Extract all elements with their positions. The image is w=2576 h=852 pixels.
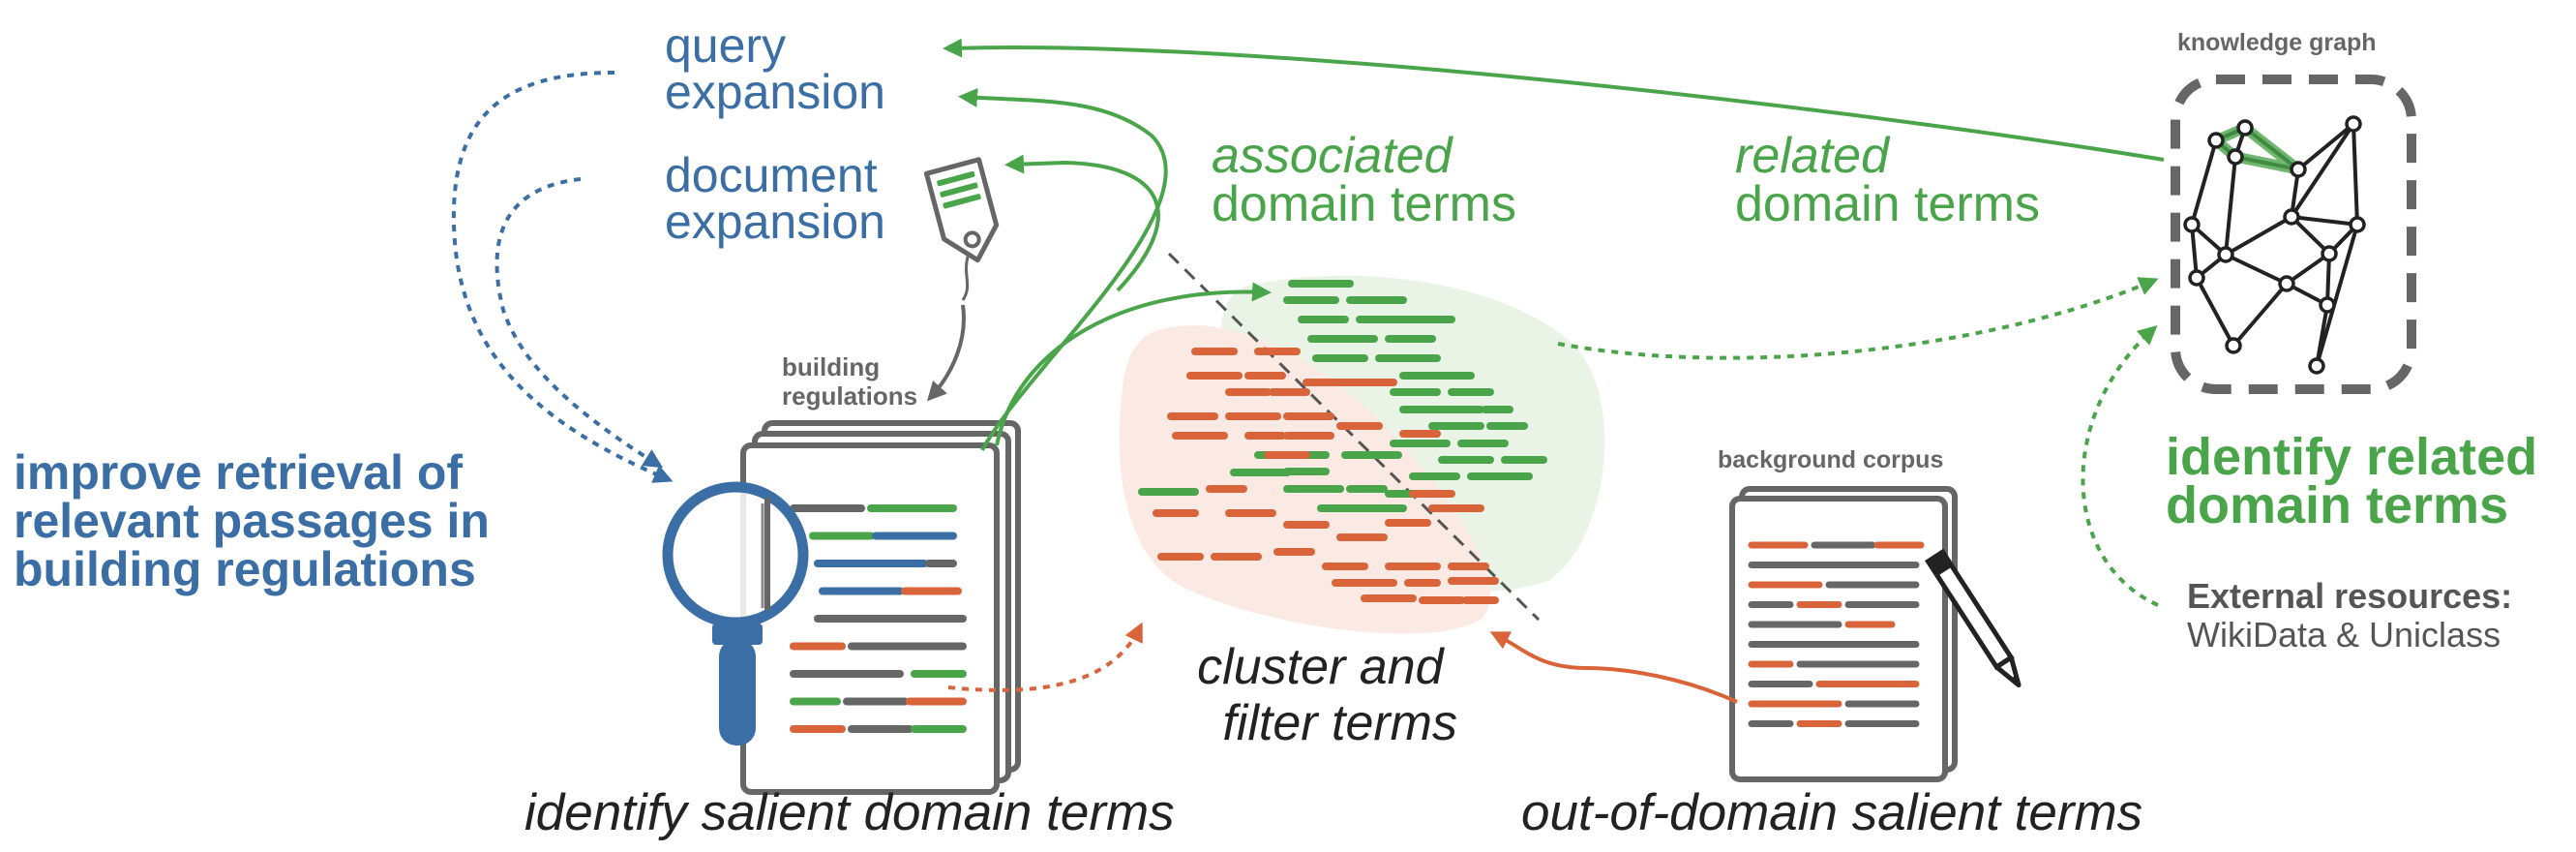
arrow-kg-to-query (943, 38, 2165, 162)
pencil-icon (1924, 548, 2022, 688)
graph-node (2349, 216, 2366, 233)
arrow-doc-expansion-to-retrieval (494, 177, 664, 469)
arrows (451, 38, 2165, 704)
graph-edge (2190, 224, 2199, 279)
cluster-area (1119, 252, 1605, 634)
identify-salient-label: identify salient domain terms (524, 784, 1175, 841)
building-regulations-label: building regulations (782, 352, 917, 411)
graph-edge (2225, 253, 2288, 286)
labels: query expansion document expansion assoc… (14, 18, 2552, 841)
cluster-term-bars (1138, 280, 1547, 604)
graph-node (2225, 337, 2242, 354)
graph-node (2345, 115, 2362, 133)
external-resources-title: External resources: (2187, 576, 2512, 616)
corpus-term-lines (1748, 541, 1925, 727)
graph-edge (2224, 156, 2237, 256)
arrow-docs-to-query (958, 87, 1168, 451)
graph-edge (2290, 215, 2331, 256)
background-corpus-stack (1729, 486, 1958, 782)
associated-terms-label: associated domain terms (1212, 128, 1516, 232)
arrow-query-to-retrieval (451, 71, 674, 483)
document-expansion-label: document expansion (665, 148, 891, 249)
arrow-external-to-kg (2081, 324, 2159, 607)
graph-edge (2195, 277, 2235, 347)
out-of-domain-label: out-of-domain salient terms (1521, 784, 2142, 841)
related-terms-label: related domain terms (1735, 128, 2040, 232)
identify-related-label: identify related domain terms (2166, 428, 2552, 534)
graph-edge (2225, 215, 2292, 257)
graph-edge (2291, 215, 2358, 227)
building-regulations-stack (740, 420, 1021, 795)
graph-edge (2290, 122, 2355, 219)
graph-node (2207, 132, 2225, 149)
external-resources-body: WikiData & Uniclass (2187, 615, 2501, 654)
document-term-lines (790, 504, 967, 733)
graph-node (2278, 275, 2295, 292)
graph-node (2188, 269, 2205, 287)
graph-edge (2325, 253, 2331, 306)
graph-edge (2232, 282, 2289, 348)
tag-icon (923, 157, 1000, 263)
arrow-docs-to-cluster (995, 282, 1272, 446)
graph-edge (2351, 123, 2359, 226)
graph-node (2290, 161, 2307, 178)
magnifier-icon (662, 481, 809, 746)
graph-node (2217, 246, 2234, 263)
improve-retrieval-label: improve retrieval of relevant passages i… (14, 445, 503, 596)
background-corpus-label: background corpus (1718, 446, 1943, 473)
arrow-docs-to-doc-expansion (1004, 154, 1160, 292)
graph-node (2319, 296, 2336, 314)
knowledge-graph-label: knowledge graph (2177, 29, 2377, 56)
arrow-tag-to-docs (926, 304, 966, 402)
cluster-divider (1167, 252, 1541, 622)
arrow-cluster-to-kg (1557, 277, 2159, 360)
graph-edge (2190, 139, 2218, 226)
cluster-filter-label: cluster and filter terms (1197, 639, 1457, 751)
graph-edge (2296, 122, 2355, 171)
graph-node (2236, 119, 2254, 137)
graph-node (2227, 148, 2244, 166)
graph-node (2321, 245, 2338, 262)
query-expansion-label: query expansion (665, 18, 885, 119)
arrow-corpus-to-cluster (1489, 631, 1738, 704)
tag-string (961, 256, 970, 301)
graph-edge (2285, 252, 2331, 286)
graph-edge (2315, 224, 2359, 367)
graph-node (2283, 208, 2300, 226)
knowledge-graph-icon (2171, 75, 2416, 394)
graph-node (2183, 216, 2201, 233)
graph-node (2308, 357, 2325, 375)
arrow-docs-to-cluster-orange (947, 622, 1143, 692)
